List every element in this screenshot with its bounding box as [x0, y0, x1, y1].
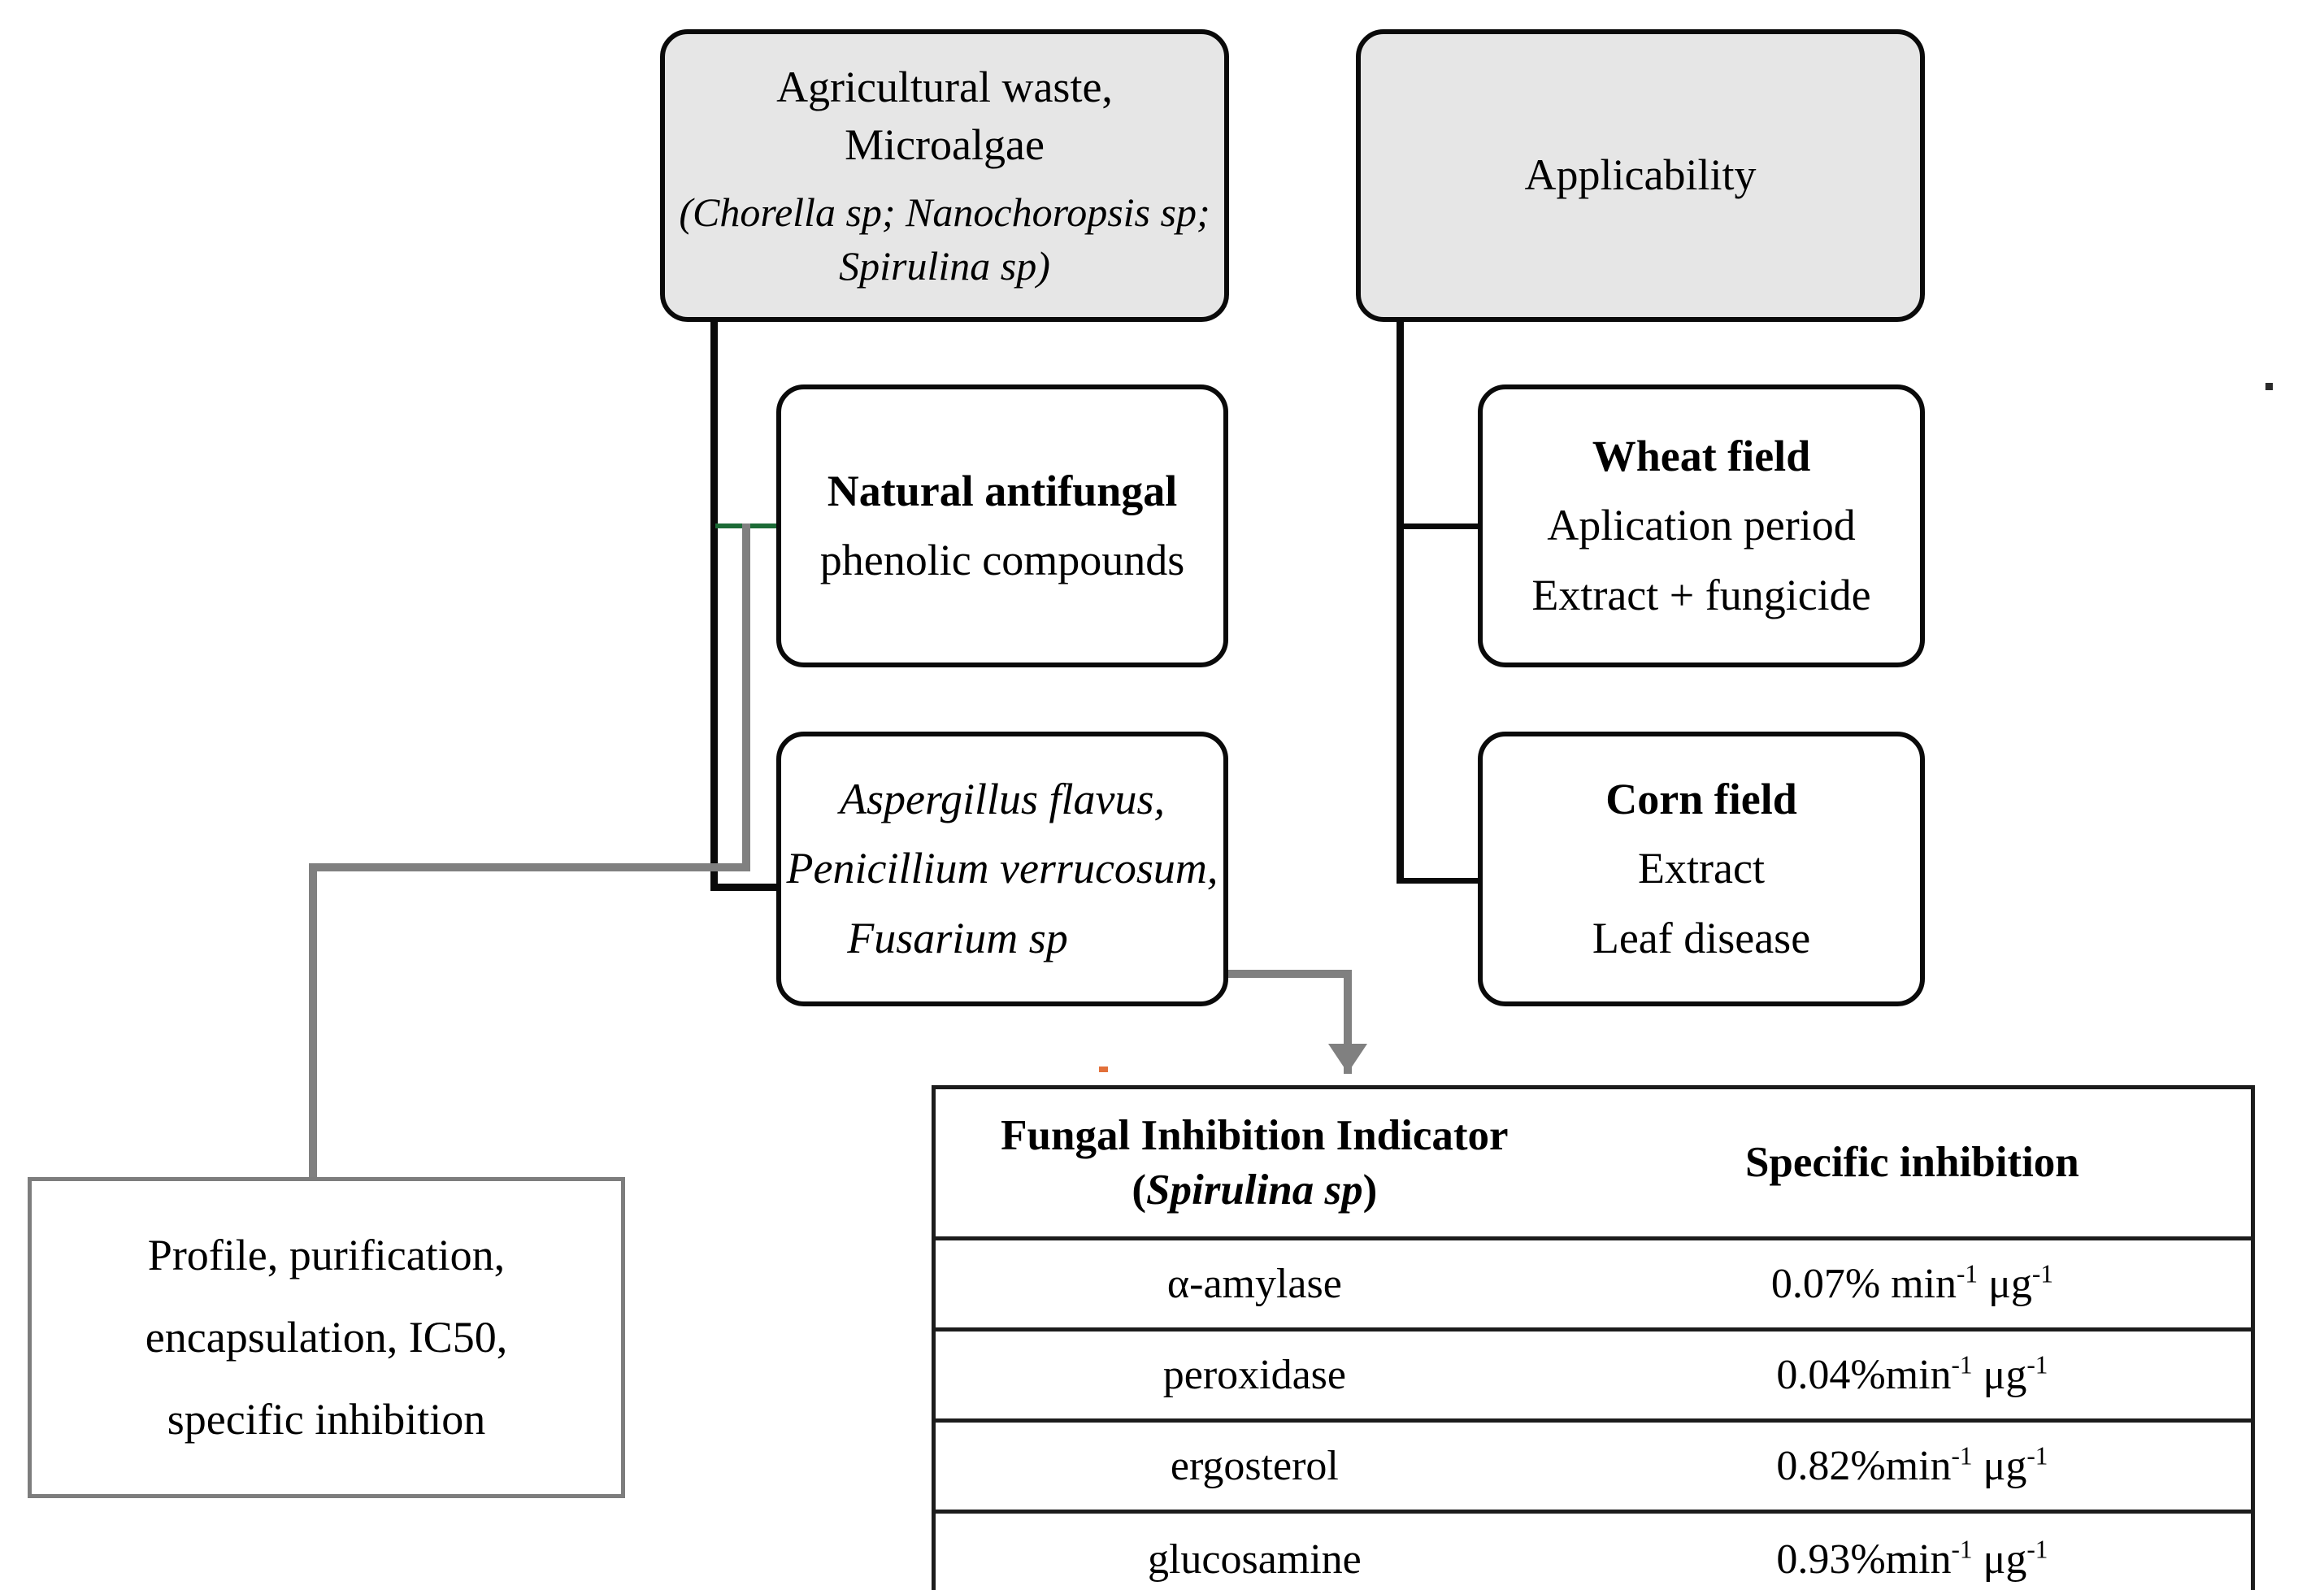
source-line-1: Agricultural waste, — [776, 62, 1113, 111]
value-exponent-1: -1 — [1951, 1441, 1973, 1471]
value-exponent-1: -1 — [1957, 1259, 1979, 1288]
value-composite: 0.82%min-1 μg-1 — [1776, 1440, 2048, 1492]
table-cell-value: 0.04%min-1 μg-1 — [1574, 1332, 2251, 1418]
source-line-4: Spirulina sp) — [839, 243, 1050, 289]
fungi-line-2: Penicillium verrucosum, — [786, 844, 1218, 893]
table-cell-value: 0.82%min-1 μg-1 — [1574, 1423, 2251, 1510]
table-header-indicator-line1: Fungal Inhibition Indicator — [1001, 1112, 1509, 1160]
value-exponent-2: -1 — [2026, 1441, 2048, 1471]
antifungal-line-2: phenolic compounds — [819, 536, 1185, 584]
corn-line-1: Corn field — [1605, 775, 1797, 824]
table-cell-value: 0.07% min-1 μg-1 — [1574, 1240, 2251, 1327]
fungal-inhibition-table[interactable]: Fungal Inhibition Indicator (Spirulina s… — [932, 1085, 2255, 1590]
node-target-fungi[interactable]: Aspergillus flavus, Penicillium verrucos… — [776, 732, 1228, 1006]
corn-line-2: Extract — [1638, 844, 1765, 893]
scan-speck-orange-mark — [1099, 1067, 1108, 1072]
connector-table-arrowhead-icon — [1328, 1044, 1367, 1073]
value-number: 0.04%min — [1776, 1352, 1952, 1398]
connector-gray-vertical-inner — [742, 523, 750, 871]
fungi-line-3: Fusarium sp — [847, 913, 1068, 962]
scan-speck-right-dot — [2265, 383, 2273, 390]
analysis-line-2: encapsulation, IC50, — [145, 1312, 508, 1362]
table-header-specific-inhibition: Specific inhibition — [1744, 1139, 2079, 1187]
table-cell-indicator: peroxidase — [1162, 1352, 1346, 1398]
table-row[interactable]: ergosterol 0.82%min-1 μg-1 — [936, 1423, 2251, 1514]
node-analysis-outputs[interactable]: Profile, purification, encapsulation, IC… — [28, 1177, 625, 1498]
connector-applicability-to-corn — [1397, 878, 1486, 884]
value-number: 0.93%min — [1776, 1536, 1952, 1583]
analysis-line-1: Profile, purification, — [147, 1230, 506, 1279]
value-composite: 0.04%min-1 μg-1 — [1776, 1349, 2048, 1401]
source-line-3: (Chorella sp; Nanochoropsis sp; — [679, 189, 1210, 236]
connector-fungi-to-table-horizontal — [1106, 970, 1352, 978]
applicability-label: Applicability — [1524, 150, 1757, 200]
value-unit: μg — [1972, 1352, 2027, 1398]
value-exponent-1: -1 — [1951, 1535, 1973, 1564]
analysis-line-3: specific inhibition — [167, 1395, 486, 1444]
connector-applicability-to-wheat — [1397, 523, 1486, 529]
value-unit: μg — [1978, 1261, 2032, 1307]
table-cell-indicator: glucosamine — [1147, 1536, 1362, 1583]
node-wheat-field[interactable]: Wheat field Aplication period Extract + … — [1478, 384, 1925, 667]
antifungal-line-1: Natural antifungal — [827, 466, 1178, 515]
connector-gray-horizontal-inner — [309, 863, 750, 871]
table-row[interactable]: α-amylase 0.07% min-1 μg-1 — [936, 1240, 2251, 1332]
table-header-indicator: Fungal Inhibition Indicator (Spirulina s… — [936, 1089, 1574, 1236]
table-header-row: Fungal Inhibition Indicator (Spirulina s… — [936, 1089, 2251, 1240]
value-composite: 0.93%min-1 μg-1 — [1776, 1533, 2048, 1586]
value-exponent-2: -1 — [2026, 1535, 2048, 1564]
fungi-line-1: Aspergillus flavus, — [840, 775, 1165, 824]
wheat-line-2: Aplication period — [1547, 501, 1856, 550]
value-unit: μg — [1972, 1536, 2027, 1583]
source-line-2: Microalgae — [845, 120, 1045, 169]
node-agricultural-waste-microalgae[interactable]: Agricultural waste, Microalgae (Chorella… — [660, 29, 1229, 322]
node-applicability[interactable]: Applicability — [1356, 29, 1925, 322]
value-composite: 0.07% min-1 μg-1 — [1771, 1258, 2053, 1310]
value-unit: μg — [1972, 1443, 2027, 1489]
table-row[interactable]: glucosamine 0.93%min-1 μg-1 — [936, 1514, 2251, 1590]
connector-applicability-trunk-vertical — [1397, 322, 1404, 884]
table-header-indicator-line2: (Spirulina sp) — [1132, 1163, 1377, 1217]
connector-gray-vertical-to-analysis — [309, 863, 317, 1181]
value-exponent-2: -1 — [2031, 1259, 2053, 1288]
node-corn-field[interactable]: Corn field Extract Leaf disease — [1478, 732, 1925, 1006]
value-number: 0.82%min — [1776, 1443, 1952, 1489]
table-row[interactable]: peroxidase 0.04%min-1 μg-1 — [936, 1332, 2251, 1423]
connector-source-trunk-vertical — [710, 322, 718, 891]
wheat-line-1: Wheat field — [1592, 432, 1811, 481]
species-name: Spirulina sp — [1146, 1166, 1363, 1214]
value-number: 0.07% min — [1770, 1261, 1957, 1307]
paren-close: ) — [1362, 1166, 1378, 1214]
table-cell-indicator: α-amylase — [1166, 1261, 1342, 1307]
corn-line-3: Leaf disease — [1592, 913, 1811, 962]
connector-fungi-to-table-vertical — [1344, 970, 1352, 1074]
value-exponent-1: -1 — [1951, 1350, 1973, 1379]
table-cell-value: 0.93%min-1 μg-1 — [1574, 1514, 2251, 1590]
node-natural-antifungal[interactable]: Natural antifungal phenolic compounds — [776, 384, 1228, 667]
value-exponent-2: -1 — [2026, 1350, 2048, 1379]
table-cell-indicator: ergosterol — [1170, 1443, 1339, 1489]
wheat-line-3: Extract + fungicide — [1531, 570, 1871, 619]
paren-open: ( — [1132, 1166, 1147, 1214]
